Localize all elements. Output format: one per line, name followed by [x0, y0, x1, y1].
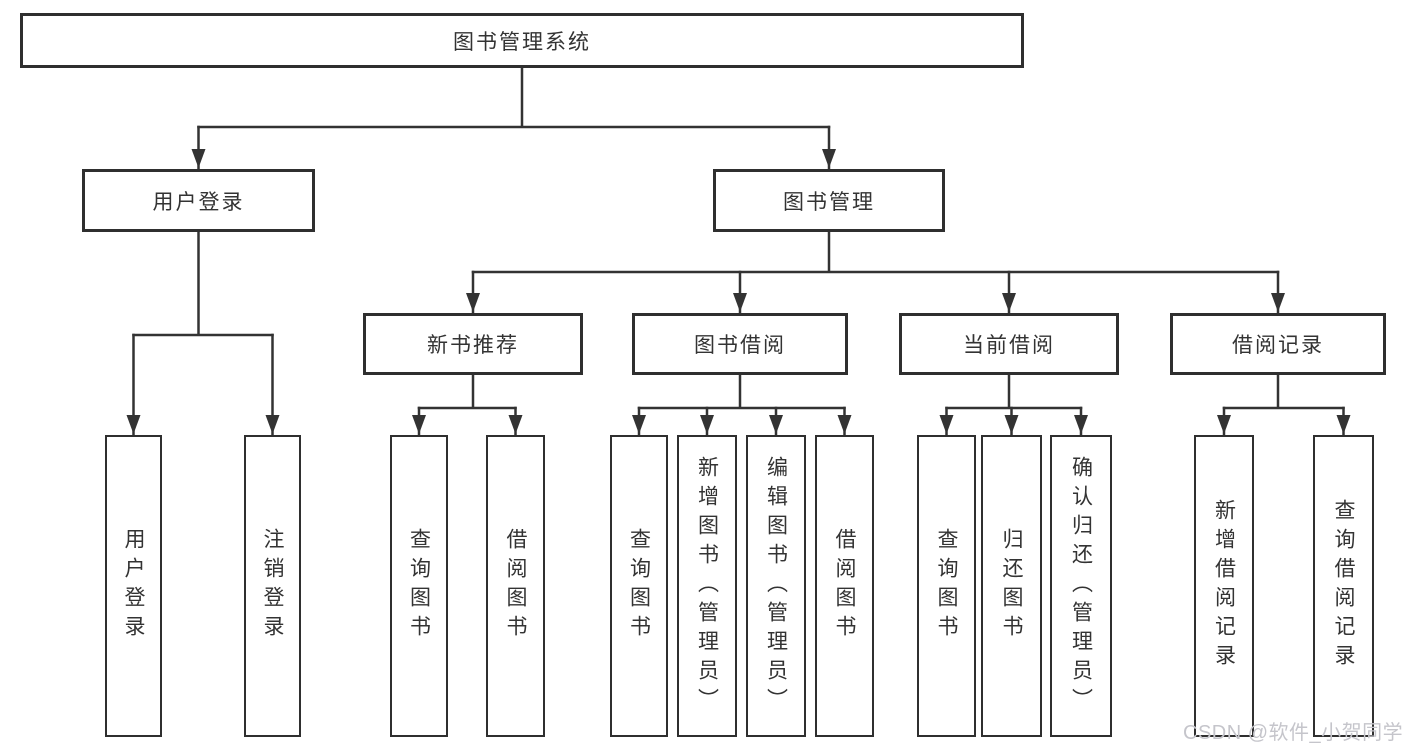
leaf-query-books: 查询图书	[390, 435, 448, 737]
node-label: 图书借阅	[694, 334, 786, 357]
leaf-label: 用户登录	[122, 528, 145, 644]
node-label: 图书管理	[783, 190, 875, 214]
leaf-add-books-admin: 新增图书（管理员）	[677, 435, 737, 737]
leaf-query-books: 查询图书	[610, 435, 668, 737]
node-book-management: 图书管理	[713, 169, 945, 232]
leaf-edit-books-admin: 编辑图书（管理员）	[746, 435, 806, 737]
node-borrow-records: 借阅记录	[1170, 313, 1386, 375]
node-label: 用户登录	[152, 190, 245, 214]
node-book-borrow: 图书借阅	[632, 313, 848, 375]
leaf-label: 编辑图书（管理员）	[764, 455, 788, 717]
node-library-system: 图书管理系统	[20, 13, 1024, 68]
leaf-label: 借阅图书	[833, 528, 856, 644]
leaf-return-books: 归还图书	[981, 435, 1042, 737]
leaf-query-borrow-record: 查询借阅记录	[1313, 435, 1374, 737]
node-label: 图书管理系统	[453, 30, 591, 54]
node-label: 当前借阅	[963, 334, 1055, 357]
leaf-borrow-books: 借阅图书	[815, 435, 874, 737]
leaf-query-books: 查询图书	[917, 435, 976, 737]
leaf-label: 注销登录	[261, 528, 284, 644]
leaf-label: 查询图书	[627, 528, 651, 644]
leaf-label: 借阅图书	[504, 528, 527, 644]
leaf-label: 查询借阅记录	[1332, 499, 1355, 673]
node-new-book-recommend: 新书推荐	[363, 313, 583, 375]
leaf-label: 查询图书	[935, 528, 958, 644]
leaf-label: 确认归还（管理员）	[1069, 455, 1093, 717]
node-label: 新书推荐	[427, 334, 519, 357]
leaf-label: 归还图书	[1000, 528, 1023, 644]
node-user-login: 用户登录	[82, 169, 315, 232]
leaf-logout-login: 注销登录	[244, 435, 301, 737]
leaf-label: 查询图书	[407, 528, 431, 644]
node-current-borrow: 当前借阅	[899, 313, 1119, 375]
leaf-confirm-return-admin: 确认归还（管理员）	[1050, 435, 1112, 737]
leaf-user-login: 用户登录	[105, 435, 162, 737]
csdn-watermark: CSDN @软件_小贺同学	[1183, 722, 1404, 744]
leaf-add-borrow-record: 新增借阅记录	[1194, 435, 1254, 737]
node-label: 借阅记录	[1232, 334, 1324, 357]
leaf-borrow-books: 借阅图书	[486, 435, 545, 737]
leaf-label: 新增借阅记录	[1212, 499, 1236, 673]
leaf-label: 新增图书（管理员）	[695, 455, 719, 717]
